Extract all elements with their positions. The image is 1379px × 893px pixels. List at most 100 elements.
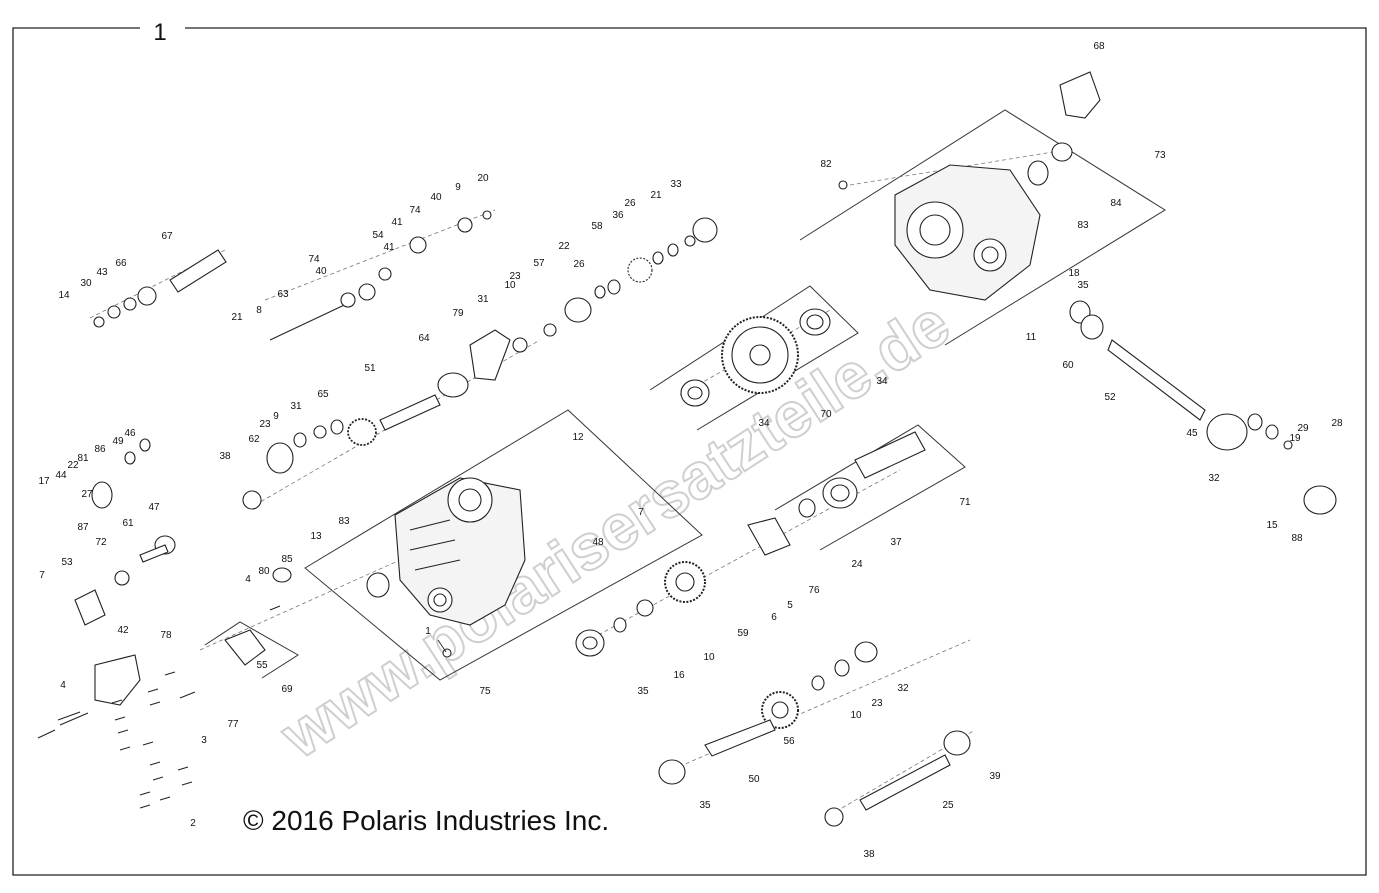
shaft-61 [139, 544, 169, 563]
callout-25: 25 [942, 800, 954, 811]
callout-85: 85 [281, 554, 293, 565]
callout-10: 10 [850, 710, 862, 721]
callout-44: 44 [55, 470, 67, 481]
callout-18: 18 [1068, 268, 1080, 279]
callout-2: 2 [190, 818, 196, 829]
callout-23: 23 [259, 419, 271, 430]
callout-26: 26 [624, 198, 636, 209]
callout-60: 60 [1062, 360, 1074, 371]
callout-62: 62 [248, 434, 260, 445]
callout-52: 52 [1104, 392, 1116, 403]
callout-34: 34 [758, 418, 770, 429]
callout-14: 14 [58, 290, 70, 301]
callout-31: 31 [477, 294, 489, 305]
callout-41: 41 [391, 217, 403, 228]
ring-gear-70 [721, 316, 799, 394]
callout-45: 45 [1186, 428, 1198, 439]
callout-87: 87 [77, 522, 89, 533]
callout-22: 22 [558, 241, 570, 252]
callout-29: 29 [1297, 423, 1309, 434]
callout-36: 36 [612, 210, 624, 221]
bracket-53 [74, 589, 106, 626]
callout-13: 13 [310, 531, 322, 542]
bracket-78 [94, 654, 141, 706]
callout-86: 86 [94, 444, 106, 455]
callout-27: 27 [81, 489, 93, 500]
callout-4: 4 [245, 574, 251, 585]
callout-30: 30 [80, 278, 92, 289]
sheet-number: 1 [153, 19, 166, 46]
callout-67: 67 [161, 231, 173, 242]
callout-47: 47 [148, 502, 160, 513]
callout-71: 71 [959, 497, 971, 508]
callout-82: 82 [820, 159, 832, 170]
callout-15: 15 [1266, 520, 1278, 531]
callout-56: 56 [783, 736, 795, 747]
callout-8: 8 [256, 305, 262, 316]
callout-66: 66 [115, 258, 127, 269]
callout-11: 11 [1026, 332, 1037, 343]
rear-case [838, 164, 1041, 301]
callout-21: 21 [650, 190, 662, 201]
callout-48: 48 [592, 537, 604, 548]
callout-5: 5 [787, 600, 793, 611]
callout-72: 72 [95, 537, 107, 548]
leader-line [437, 639, 447, 653]
callout-26: 26 [573, 259, 585, 270]
callout-28: 28 [1331, 418, 1343, 429]
callout-65: 65 [317, 389, 329, 400]
callout-19: 19 [1289, 433, 1301, 444]
callout-6: 6 [771, 612, 777, 623]
copyright-text: © 2016 Polaris Industries Inc. [243, 805, 609, 836]
bracket-rear-case [799, 109, 1166, 346]
callout-69: 69 [281, 684, 293, 695]
callout-32: 32 [897, 683, 909, 694]
callout-16: 16 [673, 670, 685, 681]
callout-9: 9 [273, 411, 279, 422]
callout-88: 88 [1291, 533, 1303, 544]
shaft-50 [704, 719, 776, 757]
callout-42: 42 [117, 625, 129, 636]
shaft-51 [379, 394, 441, 431]
callout-38: 38 [863, 849, 875, 860]
front-case [394, 477, 526, 658]
callout-labels: 1234456778991010101112131415161718192021… [38, 41, 1343, 860]
callout-31: 31 [290, 401, 302, 412]
callout-68: 68 [1093, 41, 1105, 52]
callout-54: 54 [372, 230, 384, 241]
callout-39: 39 [989, 771, 1001, 782]
callout-20: 20 [477, 173, 489, 184]
cover-76 [747, 517, 791, 556]
bracket-pump-69 [204, 621, 299, 679]
chain-79 [469, 329, 511, 381]
callout-61: 61 [122, 518, 134, 529]
shaft-25 [859, 754, 951, 811]
callout-38: 38 [219, 451, 231, 462]
pump-55 [224, 629, 266, 666]
output-shaft-52 [1107, 339, 1206, 421]
callout-58: 58 [591, 221, 603, 232]
shift-rail-63 [269, 299, 356, 341]
input-shaft-71 [854, 431, 926, 479]
callout-40: 40 [315, 266, 327, 277]
callout-4: 4 [60, 680, 66, 691]
callout-40: 40 [430, 192, 442, 203]
callout-70: 70 [820, 409, 832, 420]
callout-17: 17 [38, 476, 50, 487]
callout-77: 77 [227, 719, 239, 730]
callout-84: 84 [1110, 198, 1122, 209]
callout-22: 22 [67, 460, 79, 471]
watermark: www.polarisersatzteile.de [268, 286, 962, 772]
callout-53: 53 [61, 557, 73, 568]
callout-35: 35 [699, 800, 711, 811]
callout-32: 32 [1208, 473, 1220, 484]
callout-23: 23 [871, 698, 883, 709]
callout-50: 50 [748, 774, 760, 785]
callout-64: 64 [418, 333, 430, 344]
callout-7: 7 [39, 570, 45, 581]
callout-35: 35 [1077, 280, 1089, 291]
parts [74, 71, 1337, 827]
sheet-frame [12, 27, 1367, 876]
